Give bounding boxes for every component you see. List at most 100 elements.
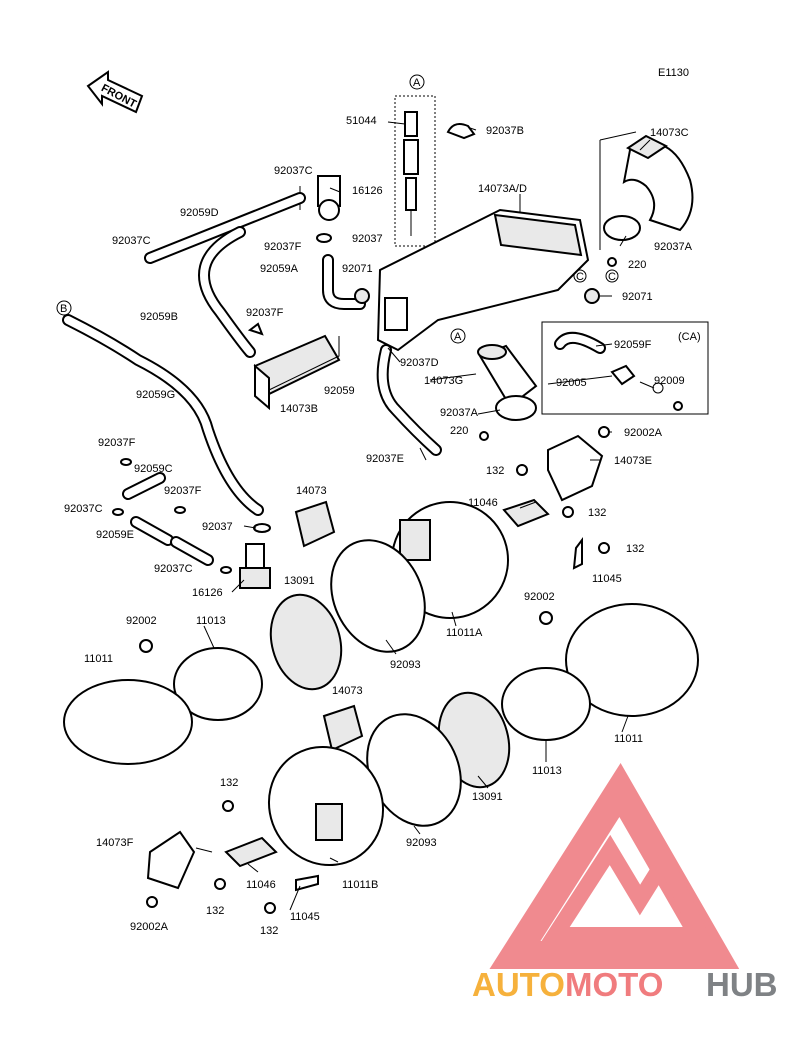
label-92037f-d: 92037F	[164, 485, 202, 497]
label-14073-top: 14073	[296, 485, 327, 497]
part-132-bolt-d	[222, 800, 234, 812]
label-132-f: 132	[260, 925, 278, 937]
part-92037-clip	[316, 233, 332, 243]
part-220-screw-mid	[479, 431, 489, 441]
watermark-brand-hub: HUB	[706, 966, 778, 1003]
leader-lines	[195, 121, 655, 911]
diagram-code: E1130	[658, 67, 689, 79]
ca-label: (CA)	[678, 331, 701, 343]
label-92037a-mid: 92037A	[440, 407, 479, 419]
ref-marker-a-mid	[450, 328, 466, 344]
part-14073b-box	[253, 334, 341, 411]
part-11045-plate-top	[572, 537, 583, 570]
part-220-screw-top	[607, 257, 617, 267]
part-132-bolt-f	[264, 902, 276, 914]
label-92002a-low: 92002A	[130, 921, 169, 933]
label-11045-low: 11045	[290, 911, 320, 923]
part-92037-clip-mid	[253, 523, 271, 533]
part-labels: 51044 92037B 14073C 92037C 16126 14073A/…	[64, 115, 693, 937]
ref-marker-c-right	[605, 269, 619, 283]
watermark-brand-moto: MOTO	[565, 966, 663, 1003]
label-92093-top: 92093	[390, 659, 421, 671]
label-92071-a: 92071	[342, 263, 373, 275]
ref-marker-b-left-text: B	[60, 303, 67, 315]
label-92037d: 92037D	[400, 357, 439, 369]
label-16126-low: 16126	[192, 587, 223, 599]
part-11011-cover-right	[565, 603, 699, 717]
ref-marker-b-left	[56, 300, 72, 316]
part-92071-nut-left	[354, 288, 370, 304]
ca-variant-box	[541, 321, 709, 415]
label-92037f-c: 92037F	[98, 437, 136, 449]
part-11046-bracket-top	[502, 498, 550, 528]
part-11011b-housing	[267, 745, 385, 867]
part-92037f-clip-d	[174, 506, 186, 514]
watermark-brand-auto: AUTO	[472, 966, 565, 1003]
label-92037f-a: 92037F	[264, 241, 302, 253]
label-14073b: 14073B	[280, 403, 318, 415]
label-11011b: 11011B	[342, 879, 378, 891]
part-132-bolt-c	[598, 542, 610, 554]
part-92071-nut-right	[584, 288, 600, 304]
label-132-b: 132	[588, 507, 606, 519]
label-92037a-top: 92037A	[654, 241, 693, 253]
part-92093-gasket-top	[330, 539, 426, 653]
label-92002-b: 92002	[524, 591, 555, 603]
label-92002: 92002	[126, 615, 157, 627]
label-92059f: 92059F	[614, 339, 652, 351]
ref-marker-c-left	[573, 269, 587, 283]
part-16126-valve-top	[317, 175, 341, 221]
part-13091-grid-top	[269, 593, 343, 691]
label-14073e: 14073E	[614, 455, 652, 467]
label-11011-right: 11011	[614, 733, 643, 745]
part-132-bolt-b	[562, 506, 574, 518]
part-92037f-clip-c	[120, 458, 132, 466]
part-11013-element-left	[173, 647, 263, 721]
ref-marker-a-mid-text: A	[454, 331, 462, 343]
label-132-c: 132	[626, 543, 644, 555]
ref-marker-a-top	[409, 74, 425, 90]
label-92002a-top: 92002A	[624, 427, 663, 439]
label-92059d: 92059D	[180, 207, 219, 219]
label-92037c-left: 92037C	[112, 235, 151, 247]
label-11046-low: 11046	[246, 879, 276, 891]
label-92059b: 92059B	[140, 311, 178, 323]
part-14073-boot-top	[294, 500, 336, 548]
label-92037c-low: 92037C	[154, 563, 193, 575]
part-14073-boot-low	[322, 704, 364, 752]
part-92037c-clip-mid	[112, 508, 124, 516]
part-92037c-clip-low	[220, 566, 232, 574]
part-92002-bolt	[139, 639, 153, 653]
label-220-mid: 220	[450, 425, 468, 437]
label-220-top: 220	[628, 259, 646, 271]
part-11046-bracket-low	[224, 836, 278, 868]
label-13091-low: 13091	[472, 791, 503, 803]
part-14073ad-duct	[376, 208, 590, 352]
watermark-text: AUTO MOTO HUB	[472, 966, 778, 1003]
watermark-inner-m	[540, 834, 713, 943]
part-51044-valve	[394, 95, 436, 247]
part-14073c-duct	[599, 131, 694, 250]
label-16126-top: 16126	[352, 185, 383, 197]
label-92037b: 92037B	[486, 125, 524, 137]
part-11013-element-right	[501, 667, 591, 741]
label-11045-top: 11045	[592, 573, 622, 585]
label-92037: 92037	[352, 233, 383, 245]
part-92037a-clamp-top	[603, 215, 641, 241]
label-51044: 51044	[346, 115, 377, 127]
label-11011a: 11011A	[446, 627, 483, 639]
part-92002a-bolt-low	[146, 896, 158, 908]
part-92037a-clamp-mid	[495, 395, 537, 421]
label-92037c-mid: 92037C	[64, 503, 103, 515]
ref-marker-a-top-text: A	[413, 77, 421, 89]
label-92071-b: 92071	[622, 291, 653, 303]
label-132-d: 132	[220, 777, 238, 789]
label-92093-low: 92093	[406, 837, 437, 849]
label-92037c-top: 92037C	[274, 165, 313, 177]
label-13091-top: 13091	[284, 575, 315, 587]
ref-marker-c-right-text: C	[608, 271, 616, 283]
part-11011-cover-left	[63, 679, 193, 765]
label-14073c: 14073C	[650, 127, 689, 139]
